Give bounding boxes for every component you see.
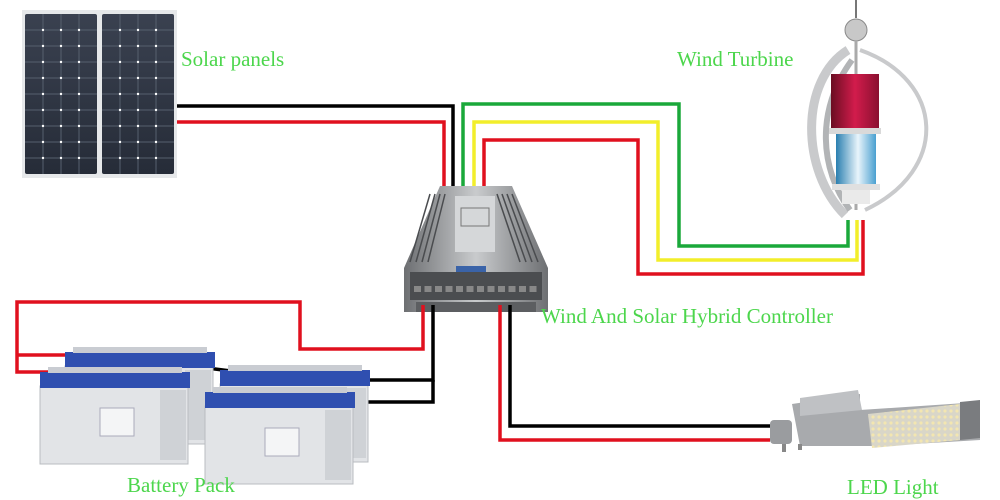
wind-turbine [807, 0, 929, 219]
solar-panels-label: Solar panels [181, 47, 285, 71]
battery-4 [204, 387, 355, 485]
solar-red-wire [177, 120, 446, 310]
wind-turbine-label: Wind Turbine [677, 47, 794, 71]
battery-2 [39, 367, 190, 465]
led-light [770, 390, 980, 452]
battery-red-wire [15, 300, 425, 374]
turbine-red-wire [482, 138, 865, 308]
hybrid-controller-label: Wind And Solar Hybrid Controller [541, 304, 833, 328]
battery-pack [39, 347, 370, 485]
led-red-wire [498, 305, 770, 442]
turbine-green-wire [461, 102, 850, 308]
battery-pack-label: Battery Pack [127, 473, 235, 497]
led-wires [498, 305, 770, 442]
hybrid-controller [404, 186, 548, 312]
led-black-wire [508, 305, 770, 428]
turbine-wires [461, 102, 865, 308]
led-light-label: LED Light [847, 475, 939, 499]
solar-panels [22, 10, 177, 178]
turbine-yellow-wire [472, 120, 859, 308]
